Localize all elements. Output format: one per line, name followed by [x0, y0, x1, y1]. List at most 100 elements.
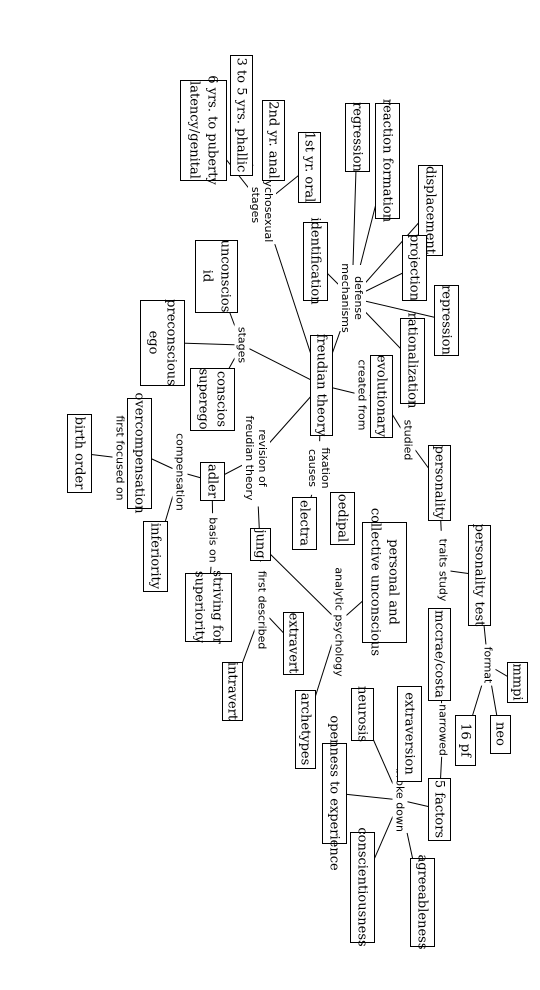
concept-box — [468, 525, 491, 626]
concept-box — [410, 858, 435, 947]
linking-phrase-text-line-1: psychosexual — [262, 168, 275, 243]
linking-phrase-text: created from — [356, 360, 369, 431]
concept-label-line-2: superiority — [192, 571, 207, 644]
linking-phrase-analytic-psychology: analytic psychology — [331, 561, 347, 683]
concept-node-rationalization: rationalization — [400, 313, 425, 409]
concept-label-line-2: id — [200, 270, 215, 282]
concept-label-line-2: ego — [146, 331, 161, 355]
concept-box — [200, 462, 225, 501]
concept-node-electra: electra — [292, 497, 317, 550]
concept-label: freudian theory — [314, 334, 329, 437]
linking-phrase-backing — [112, 406, 128, 510]
concept-node-mccrae-costa: mccrae/costa — [428, 608, 451, 701]
linking-phrase-basis-on: basis on — [205, 513, 221, 567]
concept-label-line-2: collective unconscious — [368, 508, 383, 656]
concept-label-line-1: personal and — [386, 539, 401, 625]
concept-label: agreeableness — [415, 854, 430, 949]
concept-label: 2nd yr. anal — [266, 101, 281, 179]
concept-box — [310, 335, 333, 436]
concept-label: rationalization — [405, 313, 420, 409]
linking-phrase-studied: studied — [400, 416, 416, 464]
concept-label: adler — [205, 464, 220, 499]
concept-box — [180, 80, 227, 181]
concept-label: 1st yr. oral — [302, 132, 317, 203]
concept-label: mccrae/costa — [432, 610, 447, 698]
concept-box — [222, 662, 243, 721]
concept-label: inferiority — [148, 523, 163, 590]
concept-box — [67, 414, 92, 493]
concept-label: extravert — [286, 613, 301, 674]
linking-phrase-backing — [242, 409, 270, 507]
concept-node-neurosis: neurosis — [351, 686, 374, 742]
linking-phrase-text: first focused on — [114, 415, 127, 500]
concept-label: projection — [407, 234, 422, 302]
linking-phrase-traits-study: traits study — [435, 530, 451, 610]
linking-phrase-text: stages — [236, 327, 249, 364]
concept-label: displacement — [423, 166, 438, 255]
concept-box — [434, 285, 459, 356]
concept-node-inferiority: inferiority — [143, 521, 168, 592]
concept-box — [397, 686, 422, 782]
linking-phrase-text-line-1: fixation — [319, 447, 332, 488]
concept-node-five-factors: 5 factors — [428, 778, 451, 841]
concept-label: repression — [439, 285, 454, 355]
linking-phrase-format: format — [480, 644, 496, 686]
concept-node-extravert: extravert — [283, 612, 304, 675]
connector-freudian-theory-lp-stages — [241, 344, 322, 386]
concept-box — [190, 368, 235, 431]
concept-label: jung — [253, 527, 268, 558]
concept-box — [400, 318, 425, 404]
linking-phrase-stages: stages — [234, 324, 250, 366]
concept-box — [428, 778, 451, 841]
concept-label: identification — [308, 217, 323, 305]
linking-phrase-text: traits study — [437, 539, 450, 602]
linking-phrase-backing — [435, 703, 451, 757]
concept-box — [143, 521, 168, 592]
linking-phrase-backing — [172, 432, 188, 512]
concept-box — [298, 132, 321, 203]
concept-box — [490, 715, 511, 754]
linking-phrase-text: format — [482, 647, 495, 684]
concept-box — [375, 103, 400, 219]
concept-box — [370, 355, 393, 438]
linking-phrase-backing — [400, 416, 416, 464]
concept-label: 5 factors — [432, 780, 447, 838]
concept-node-conscientiousness: conscientiousness — [350, 827, 375, 947]
linking-phrase-text: compensation — [174, 433, 187, 511]
concept-label: overcompensation — [132, 393, 147, 515]
linking-phrase-compensation: compensation — [172, 432, 188, 512]
concept-label: electra — [297, 500, 312, 546]
concept-node-regression: regression — [345, 102, 370, 173]
concept-node-adler: adler — [200, 462, 225, 501]
concept-node-reaction-formation: reaction formation — [375, 99, 400, 223]
linking-phrase-text: analytic psychology — [333, 567, 346, 677]
linking-phrase-text-line-2: causes — [306, 449, 319, 487]
concept-box — [127, 398, 152, 509]
concept-box — [428, 608, 451, 701]
concept-label: personality — [432, 446, 447, 520]
linking-phrase-first-described: first described — [254, 561, 270, 659]
concept-box — [507, 662, 528, 703]
concept-node-projection: projection — [402, 234, 427, 302]
linking-phrase-text-line-1: revision of — [256, 429, 269, 487]
concept-box — [230, 55, 253, 176]
linking-phrase-text: first described — [256, 571, 269, 650]
concept-box — [250, 528, 271, 561]
concept-label: reaction formation — [380, 99, 395, 223]
linking-phrase-backing — [354, 355, 370, 435]
concept-node-jung: jung — [250, 527, 271, 561]
concept-label: intravert — [225, 662, 240, 721]
linking-phrase-backing — [234, 324, 250, 366]
concept-label: extraversion — [402, 692, 417, 775]
concept-box — [345, 103, 370, 172]
linking-phrase-text-line-2: mechanisms — [339, 263, 352, 333]
linking-phrase-backing — [435, 530, 451, 610]
